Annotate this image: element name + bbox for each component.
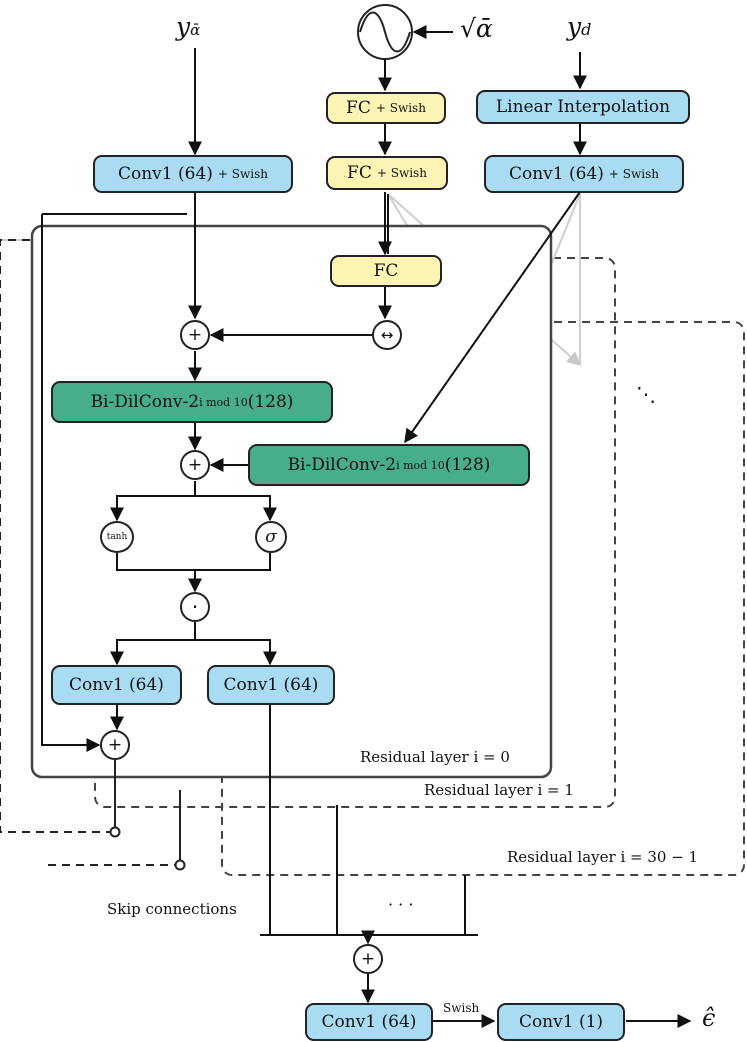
- ellipsis-horizontal: · · ·: [388, 895, 414, 914]
- conv1-64-swish-right-sub: + Swish: [608, 167, 659, 181]
- transpose-operator: ↔: [372, 320, 402, 350]
- tanh-operator: tanh: [100, 521, 134, 553]
- fc-swish-block-1[interactable]: FC + Swish: [326, 92, 446, 124]
- conv1-64-swish-right-label: Conv1 (64): [508, 164, 604, 184]
- conv1-64-right-block[interactable]: Conv1 (64): [207, 665, 335, 705]
- bi-dilconv-1-suffix: (128): [247, 392, 294, 412]
- linear-interpolation-block[interactable]: Linear Interpolation: [476, 90, 690, 124]
- conv1-64-swish-left-block[interactable]: Conv1 (64) + Swish: [93, 155, 293, 193]
- conv1-1-output-label: Conv1 (1): [518, 1012, 604, 1032]
- conv1-64-right-label: Conv1 (64): [223, 675, 319, 695]
- conv1-1-output-block[interactable]: Conv1 (1): [497, 1003, 625, 1041]
- add-operator-1: +: [180, 320, 210, 350]
- bi-dilconv-2-label: Bi-DilConv-2: [287, 455, 397, 475]
- fc-inner-block[interactable]: FC: [330, 255, 442, 287]
- bi-dilconv-1-sup: i mod 10: [199, 395, 248, 409]
- linear-interpolation-label: Linear Interpolation: [495, 97, 671, 117]
- residual-layer-0-label: Residual layer i = 0: [360, 748, 510, 766]
- fc-inner-label: FC: [373, 261, 399, 281]
- skip-add-operator: +: [353, 944, 383, 974]
- bi-dilconv-1-label: Bi-DilConv-2: [90, 392, 200, 412]
- fc-swish-2-sub: + Swish: [376, 166, 427, 180]
- skip-connections-label: Skip connections: [107, 900, 237, 918]
- conv1-64-swish-left-sub: + Swish: [217, 167, 268, 181]
- fc-swish-2-label: FC: [347, 163, 372, 183]
- outer-dashed-lines: [0, 239, 186, 871]
- bi-dilconv-2-sup: i mod 10: [396, 458, 445, 472]
- residual-add-operator: +: [100, 730, 130, 760]
- connections: [41, 25, 692, 1028]
- conv1-64-left-block[interactable]: Conv1 (64): [51, 665, 182, 705]
- conv1-64-swish-left-label: Conv1 (64): [117, 164, 213, 184]
- fc-swish-block-2[interactable]: FC + Swish: [326, 156, 448, 190]
- conv1-64-swish-right-block[interactable]: Conv1 (64) + Swish: [484, 155, 684, 193]
- input-y-d: yd: [567, 12, 592, 41]
- add-operator-2: +: [180, 450, 210, 480]
- conv1-64-output-block[interactable]: Conv1 (64): [305, 1003, 433, 1041]
- input-sqrt-alpha: √ᾱ: [460, 14, 493, 43]
- multiply-operator: ·: [180, 592, 210, 622]
- ellipsis-diagonal: ⋱: [636, 382, 656, 406]
- bi-dilconv-2-suffix: (128): [444, 455, 491, 475]
- sigmoid-operator: σ: [255, 521, 287, 553]
- conv1-64-output-label: Conv1 (64): [321, 1012, 417, 1032]
- input-y-alpha: yᾱ: [176, 12, 201, 41]
- residual-layer-1-label: Residual layer i = 1: [424, 781, 574, 799]
- output-epsilon-hat: ϵ̂: [702, 1004, 716, 1032]
- conv1-64-left-label: Conv1 (64): [69, 675, 164, 695]
- noise-embedding-icon: [357, 4, 413, 60]
- fc-swish-1-sub: + Swish: [375, 101, 426, 115]
- swish-label: Swish: [443, 1001, 480, 1015]
- fc-swish-1-label: FC: [346, 98, 371, 118]
- residual-layer-last-label: Residual layer i = 30 − 1: [507, 848, 699, 866]
